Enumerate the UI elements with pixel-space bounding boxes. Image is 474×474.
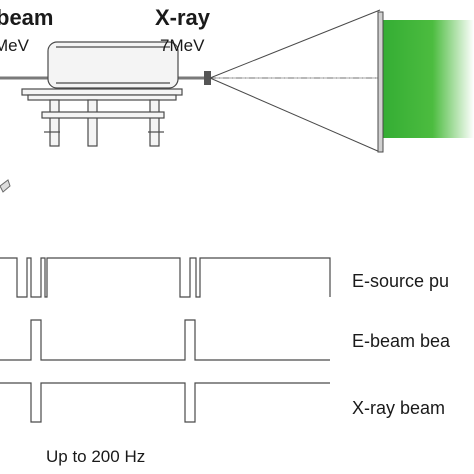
xray-waveform <box>0 382 330 423</box>
xray-cone <box>209 9 381 153</box>
xray-energy: 7MeV <box>160 36 205 55</box>
frequency-label: Up to 200 Hz <box>46 447 145 466</box>
irradiated-object <box>382 20 474 138</box>
source-fragment <box>0 179 11 193</box>
ebeam-energy: MeV <box>0 36 30 55</box>
accelerator-structure <box>21 41 183 147</box>
xray-label: X-ray <box>155 5 211 30</box>
esource-label: E-source pu <box>352 271 449 291</box>
object-frame <box>377 11 384 153</box>
esource-waveform <box>0 257 331 298</box>
ebeam-signal-label: E-beam bea <box>352 331 451 351</box>
accelerator-schematic: beam MeV X-ray 7MeV <box>0 5 474 193</box>
xray-signal-label: X-ray beam <box>352 398 445 418</box>
pulse-timing: E-source pu E-beam bea X-ray beam Up to … <box>0 257 451 466</box>
ebeam-waveform <box>0 319 330 361</box>
converter-target <box>204 71 211 85</box>
ebeam-label: beam <box>0 5 53 30</box>
